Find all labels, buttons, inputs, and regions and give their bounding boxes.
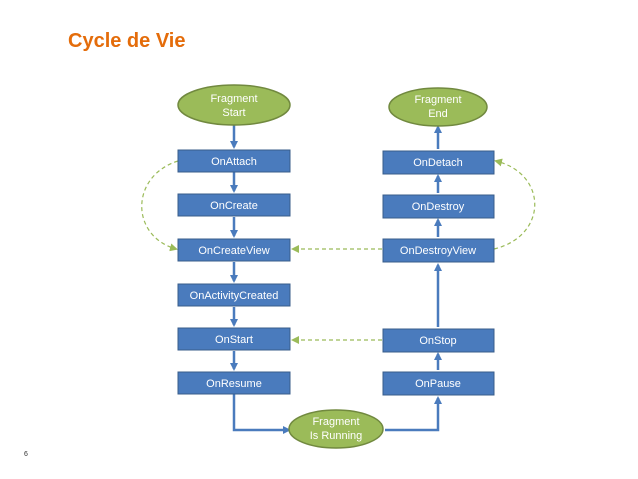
ondestroyview-label: OnDestroyView [400,245,476,257]
node-fragment-running: Fragment Is Running [288,409,384,449]
arrow-onresume-to-running [232,394,291,434]
node-ondestroyview: OnDestroyView [382,238,495,263]
node-fragment-start: Fragment Start [177,84,291,126]
node-onresume: OnResume [177,371,291,395]
fragment-start-line1: Fragment [210,93,257,105]
fragment-end-line1: Fragment [414,94,461,106]
onactivitycreated-label: OnActivityCreated [190,290,279,302]
dashed-ondestroyview-to-ondetach [493,158,536,250]
oncreateview-label: OnCreateView [198,245,269,257]
ondetach-label: OnDetach [413,157,463,169]
node-oncreateview: OnCreateView [177,238,291,262]
node-onstop: OnStop [382,328,495,353]
node-fragment-end: Fragment End [388,87,488,127]
node-onattach: OnAttach [177,149,291,173]
onresume-label: OnResume [206,378,262,390]
fragment-running-line1: Fragment [312,416,359,428]
node-ondestroy: OnDestroy [382,194,495,219]
fragment-start-line2: Start [222,107,245,119]
fragment-end-line2: End [428,108,448,120]
page-number: 6 [24,451,28,458]
onstart-label: OnStart [215,334,253,346]
slide-title: Cycle de Vie [68,30,186,52]
node-onpause: OnPause [382,371,495,396]
solid-arrows [230,123,442,434]
fragment-running-line2: Is Running [310,430,363,442]
onattach-label: OnAttach [211,156,257,168]
dashed-arrows [141,158,536,344]
onpause-label: OnPause [415,378,461,390]
node-onstart: OnStart [177,327,291,351]
node-ondetach: OnDetach [382,150,495,175]
dashed-onattach-to-oncreateview [141,160,179,252]
node-oncreate: OnCreate [177,193,291,217]
ondestroy-label: OnDestroy [412,201,465,213]
node-onactivitycreated: OnActivityCreated [177,283,291,307]
arrow-running-to-onpause [385,396,442,432]
onstop-label: OnStop [419,335,456,347]
oncreate-label: OnCreate [210,200,258,212]
